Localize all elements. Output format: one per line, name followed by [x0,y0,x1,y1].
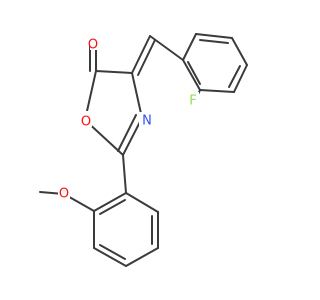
bond-n3-c2-a [122,117,143,156]
bond-fp-6 [182,59,201,91]
bond-mp-6 [93,192,127,212]
methoxy-oxygen-label: O [59,187,69,202]
carbonyl-oxygen-bg [90,34,102,50]
bond-c2-aryl [122,154,127,194]
bond-c4-n3 [131,72,143,119]
bond-mp-inner-2 [99,244,126,260]
bond-c5-c4 [95,70,133,74]
atom-labels: O O N F O [58,34,199,202]
bond-c4-methine-b [137,39,156,76]
bond-fp-5 [199,89,235,93]
bond-fp-3 [231,37,248,66]
bond-mp-inner-3 [99,199,126,215]
bond-fp-inner-2 [228,65,241,88]
bond-fp-2 [195,33,233,39]
bond-mp-4 [93,247,127,267]
bond-c4-methine-a [131,35,151,74]
fluorine-label: F [189,94,196,109]
bond-methine-aryl [149,35,184,61]
bond-fp-1 [182,33,197,61]
ring-oxygen-label: O [81,115,91,130]
methoxy-oxygen-bg [58,186,70,202]
bond-fp-inner-1 [199,39,229,44]
fluorine-bg [187,92,199,108]
ring-nitrogen-bg [139,112,153,128]
ring-oxygen-bg [80,111,92,127]
bonds [39,33,248,267]
ring-nitrogen-label: N [142,114,152,129]
bond-mp-1 [125,192,159,213]
bond-n3-c2-b [117,114,137,152]
molecule-structure: O O N F O [39,33,248,267]
carbonyl-oxygen-label: O [88,38,98,53]
bond-fp-4 [233,64,248,93]
bond-fp-inner-3 [187,61,201,85]
bond-mp-3 [125,247,159,267]
